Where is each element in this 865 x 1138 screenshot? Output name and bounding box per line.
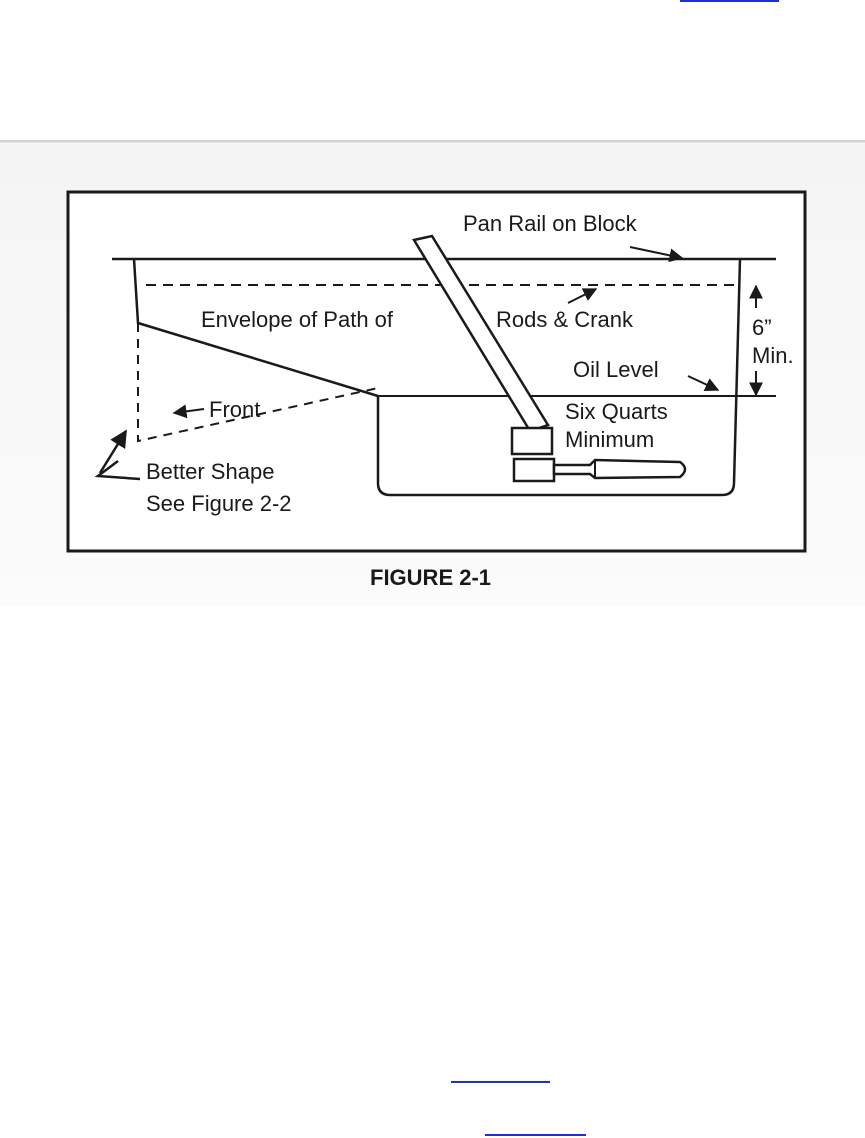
hyperlink-underline-2[interactable] xyxy=(485,1134,586,1136)
oil-pan-diagram: Pan Rail on Block Envelope of Path of Ro… xyxy=(66,190,807,590)
page-divider xyxy=(0,140,865,143)
better-shape-dashed xyxy=(137,323,379,443)
oil-level-arrow xyxy=(687,375,720,392)
envelope-arrow xyxy=(567,288,598,304)
better-shape-arrow xyxy=(98,429,128,474)
label-dimension-1: 6” xyxy=(752,315,772,340)
figure-caption: FIGURE 2-1 xyxy=(370,565,491,590)
hyperlink-underline-top[interactable] xyxy=(680,0,779,2)
pickup-tube xyxy=(412,234,550,433)
label-better-shape-2: See Figure 2-2 xyxy=(146,491,292,516)
pickup-head xyxy=(510,426,554,456)
label-envelope-1: Envelope of Path of xyxy=(201,307,394,332)
pan-rail-arrow xyxy=(629,246,684,263)
sump-outline xyxy=(376,258,742,497)
pickup-screen xyxy=(512,457,556,483)
label-better-shape-1: Better Shape xyxy=(146,459,274,484)
label-dimension-2: Min. xyxy=(752,343,794,368)
label-envelope-2: Rods & Crank xyxy=(496,307,634,332)
front-arrow xyxy=(172,404,205,419)
label-oil-level: Oil Level xyxy=(573,357,659,382)
hyperlink-underline-1[interactable] xyxy=(451,1081,550,1083)
label-front: Front xyxy=(209,397,260,422)
label-quarts-1: Six Quarts xyxy=(565,399,668,424)
label-pan-rail: Pan Rail on Block xyxy=(463,211,638,236)
label-quarts-2: Minimum xyxy=(565,427,654,452)
